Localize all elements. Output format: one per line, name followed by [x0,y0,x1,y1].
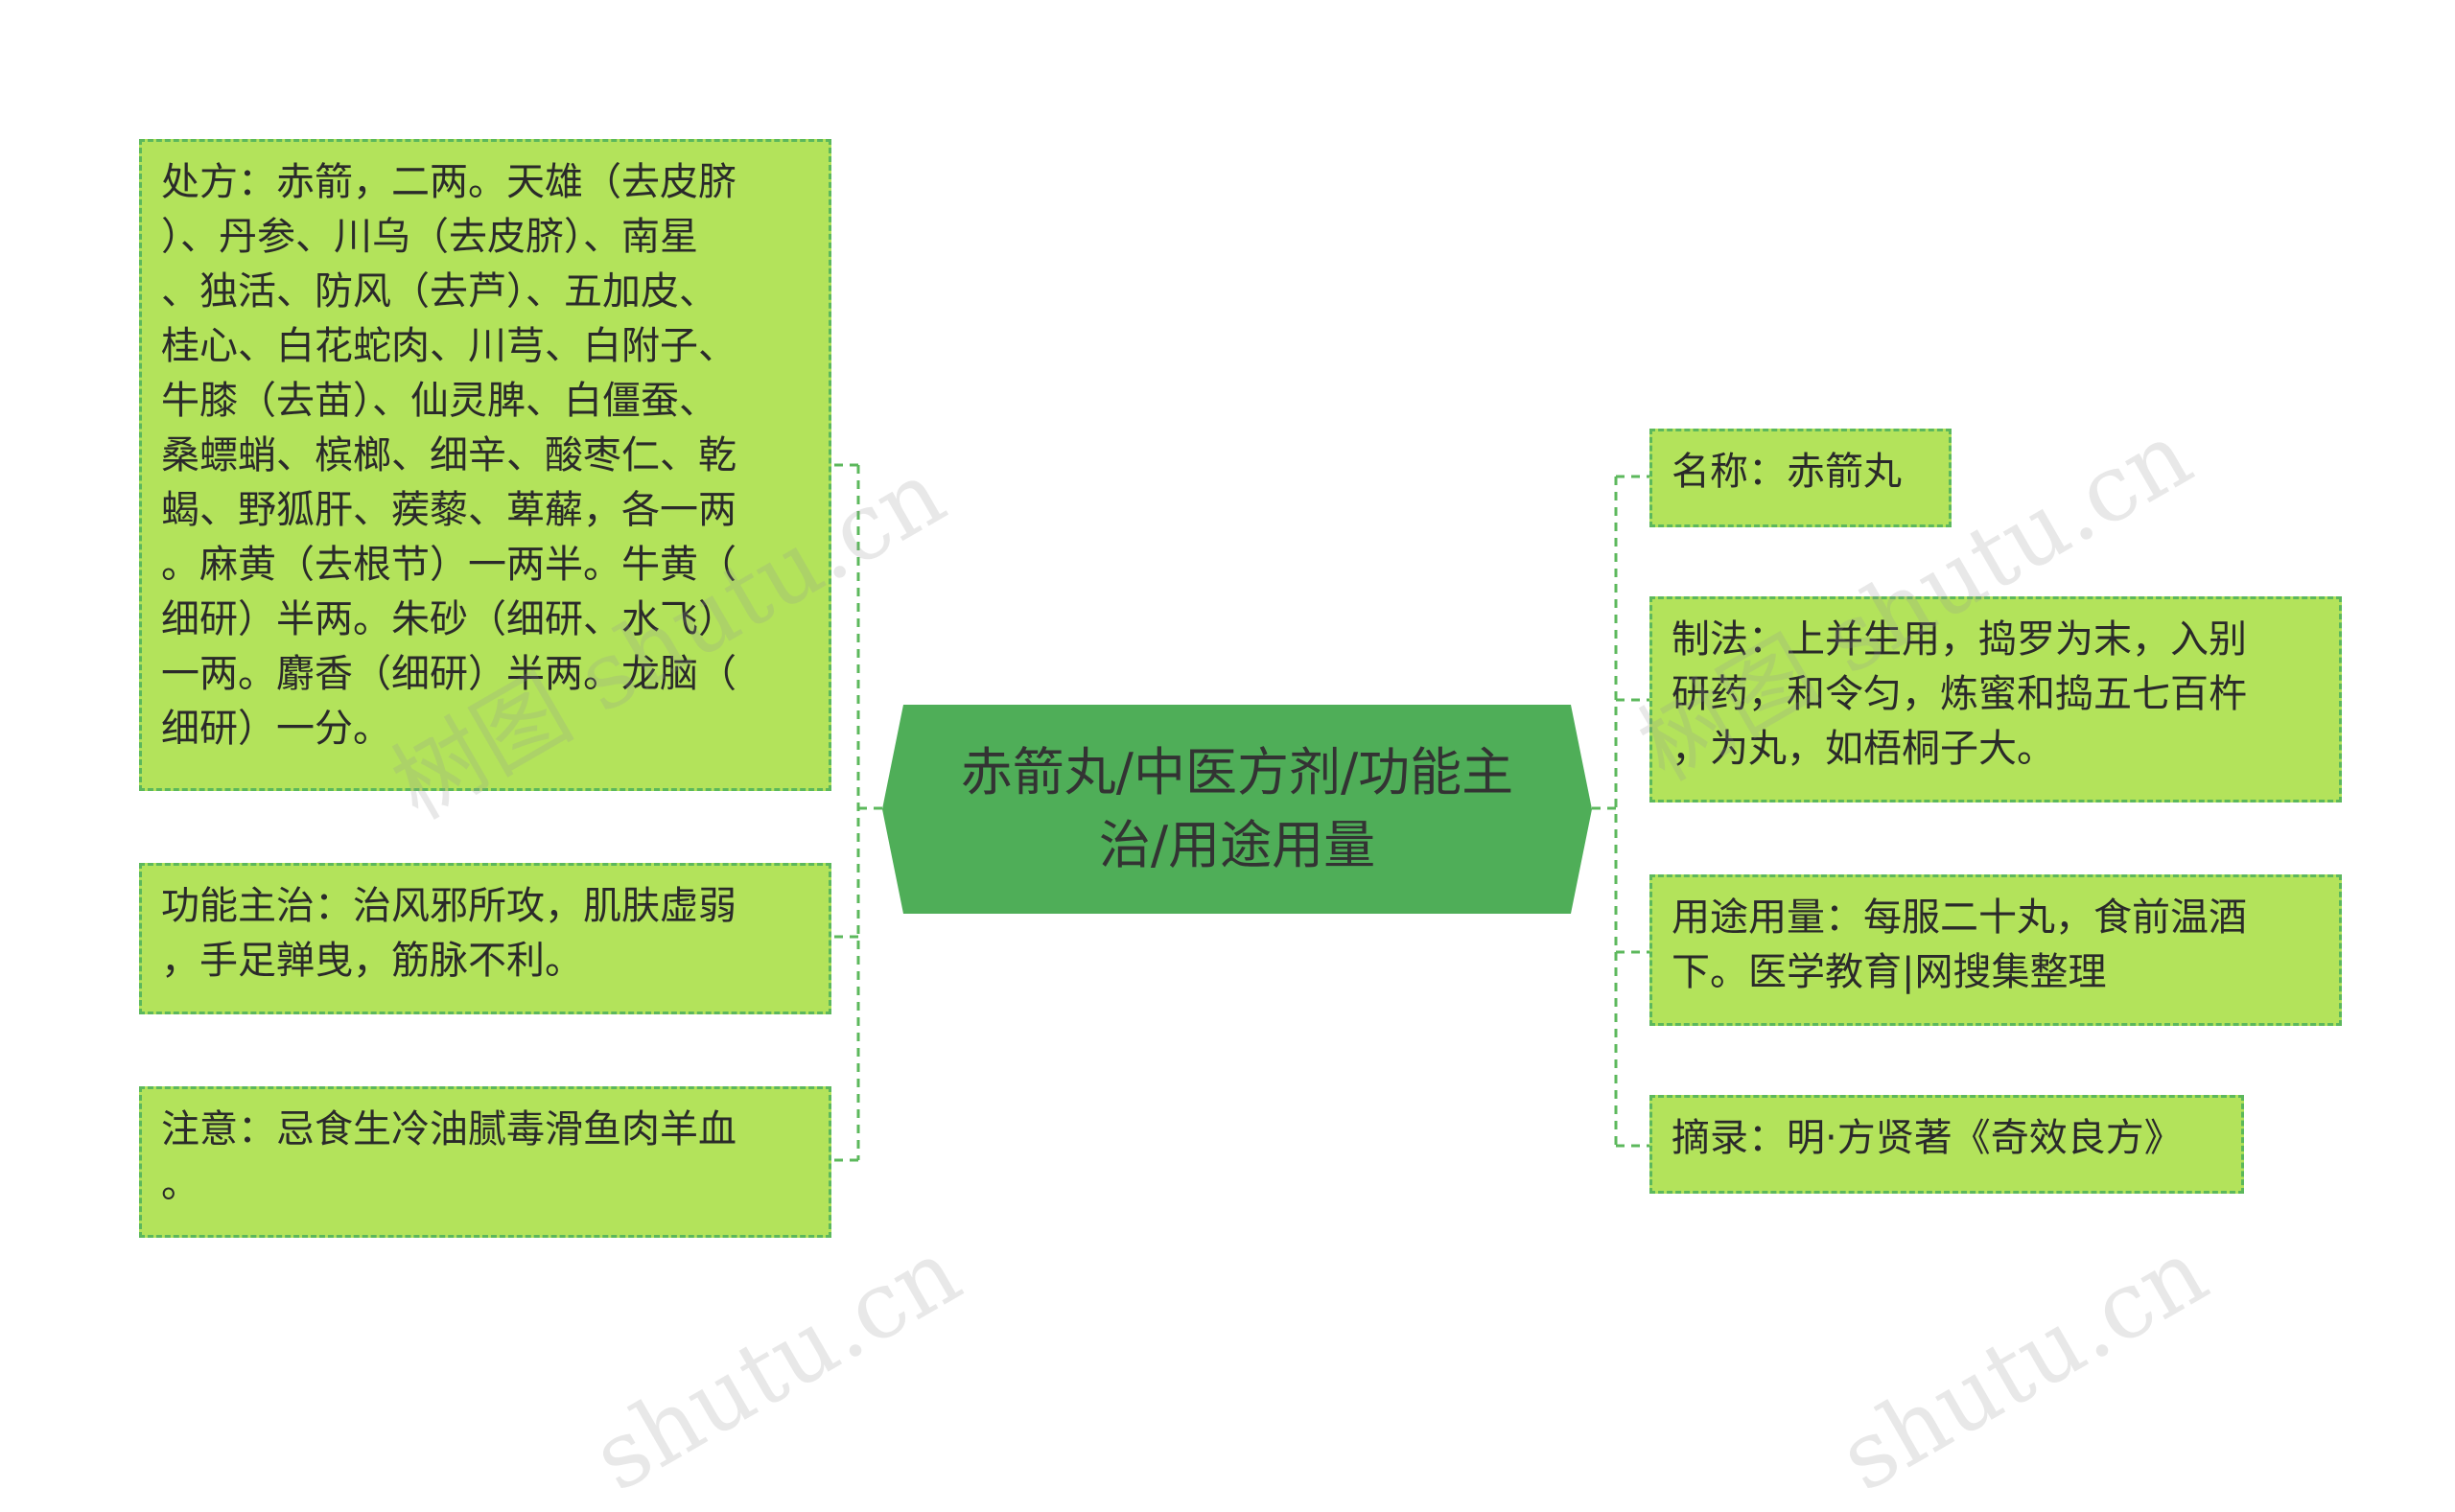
precautions-node[interactable]: 注意：忌食生冷油腻毒滑鱼肉羊血 。 [139,1086,831,1238]
name-node[interactable]: 名称：赤箭丸 [1649,429,1952,527]
connector-lines [831,463,1649,1162]
center-topic-title: 赤箭丸/中医方剂/功能主 治/用途用量 [960,742,1514,875]
center-topic-node[interactable]: 赤箭丸/中医方剂/功能主 治/用途用量 [882,705,1592,914]
dosage-node[interactable]: 用途用量：每服二十丸，食前温酒 下。医学教育|网搜集整理 [1649,874,2342,1026]
source-node[interactable]: 摘录：明·方贤著《奇效良方》 [1649,1095,2244,1194]
prescription-node[interactable]: 处方：赤箭，二两。天雄（去皮脐 ）、丹参、川乌（去皮脐）、南星 、独活、防风（去… [139,139,831,791]
preparation-node[interactable]: 制法：上并生用，捣罗为末，入别 研药，和令匀，炼蜜和捣五七百杵 ，为丸，如梧桐子… [1649,596,2342,803]
center-hexagon-shape [882,705,1592,914]
indications-node[interactable]: 功能主治：治风邪所攻，肌肤虚弱 ，手足亸曳，筋脉不利。 [139,863,831,1014]
